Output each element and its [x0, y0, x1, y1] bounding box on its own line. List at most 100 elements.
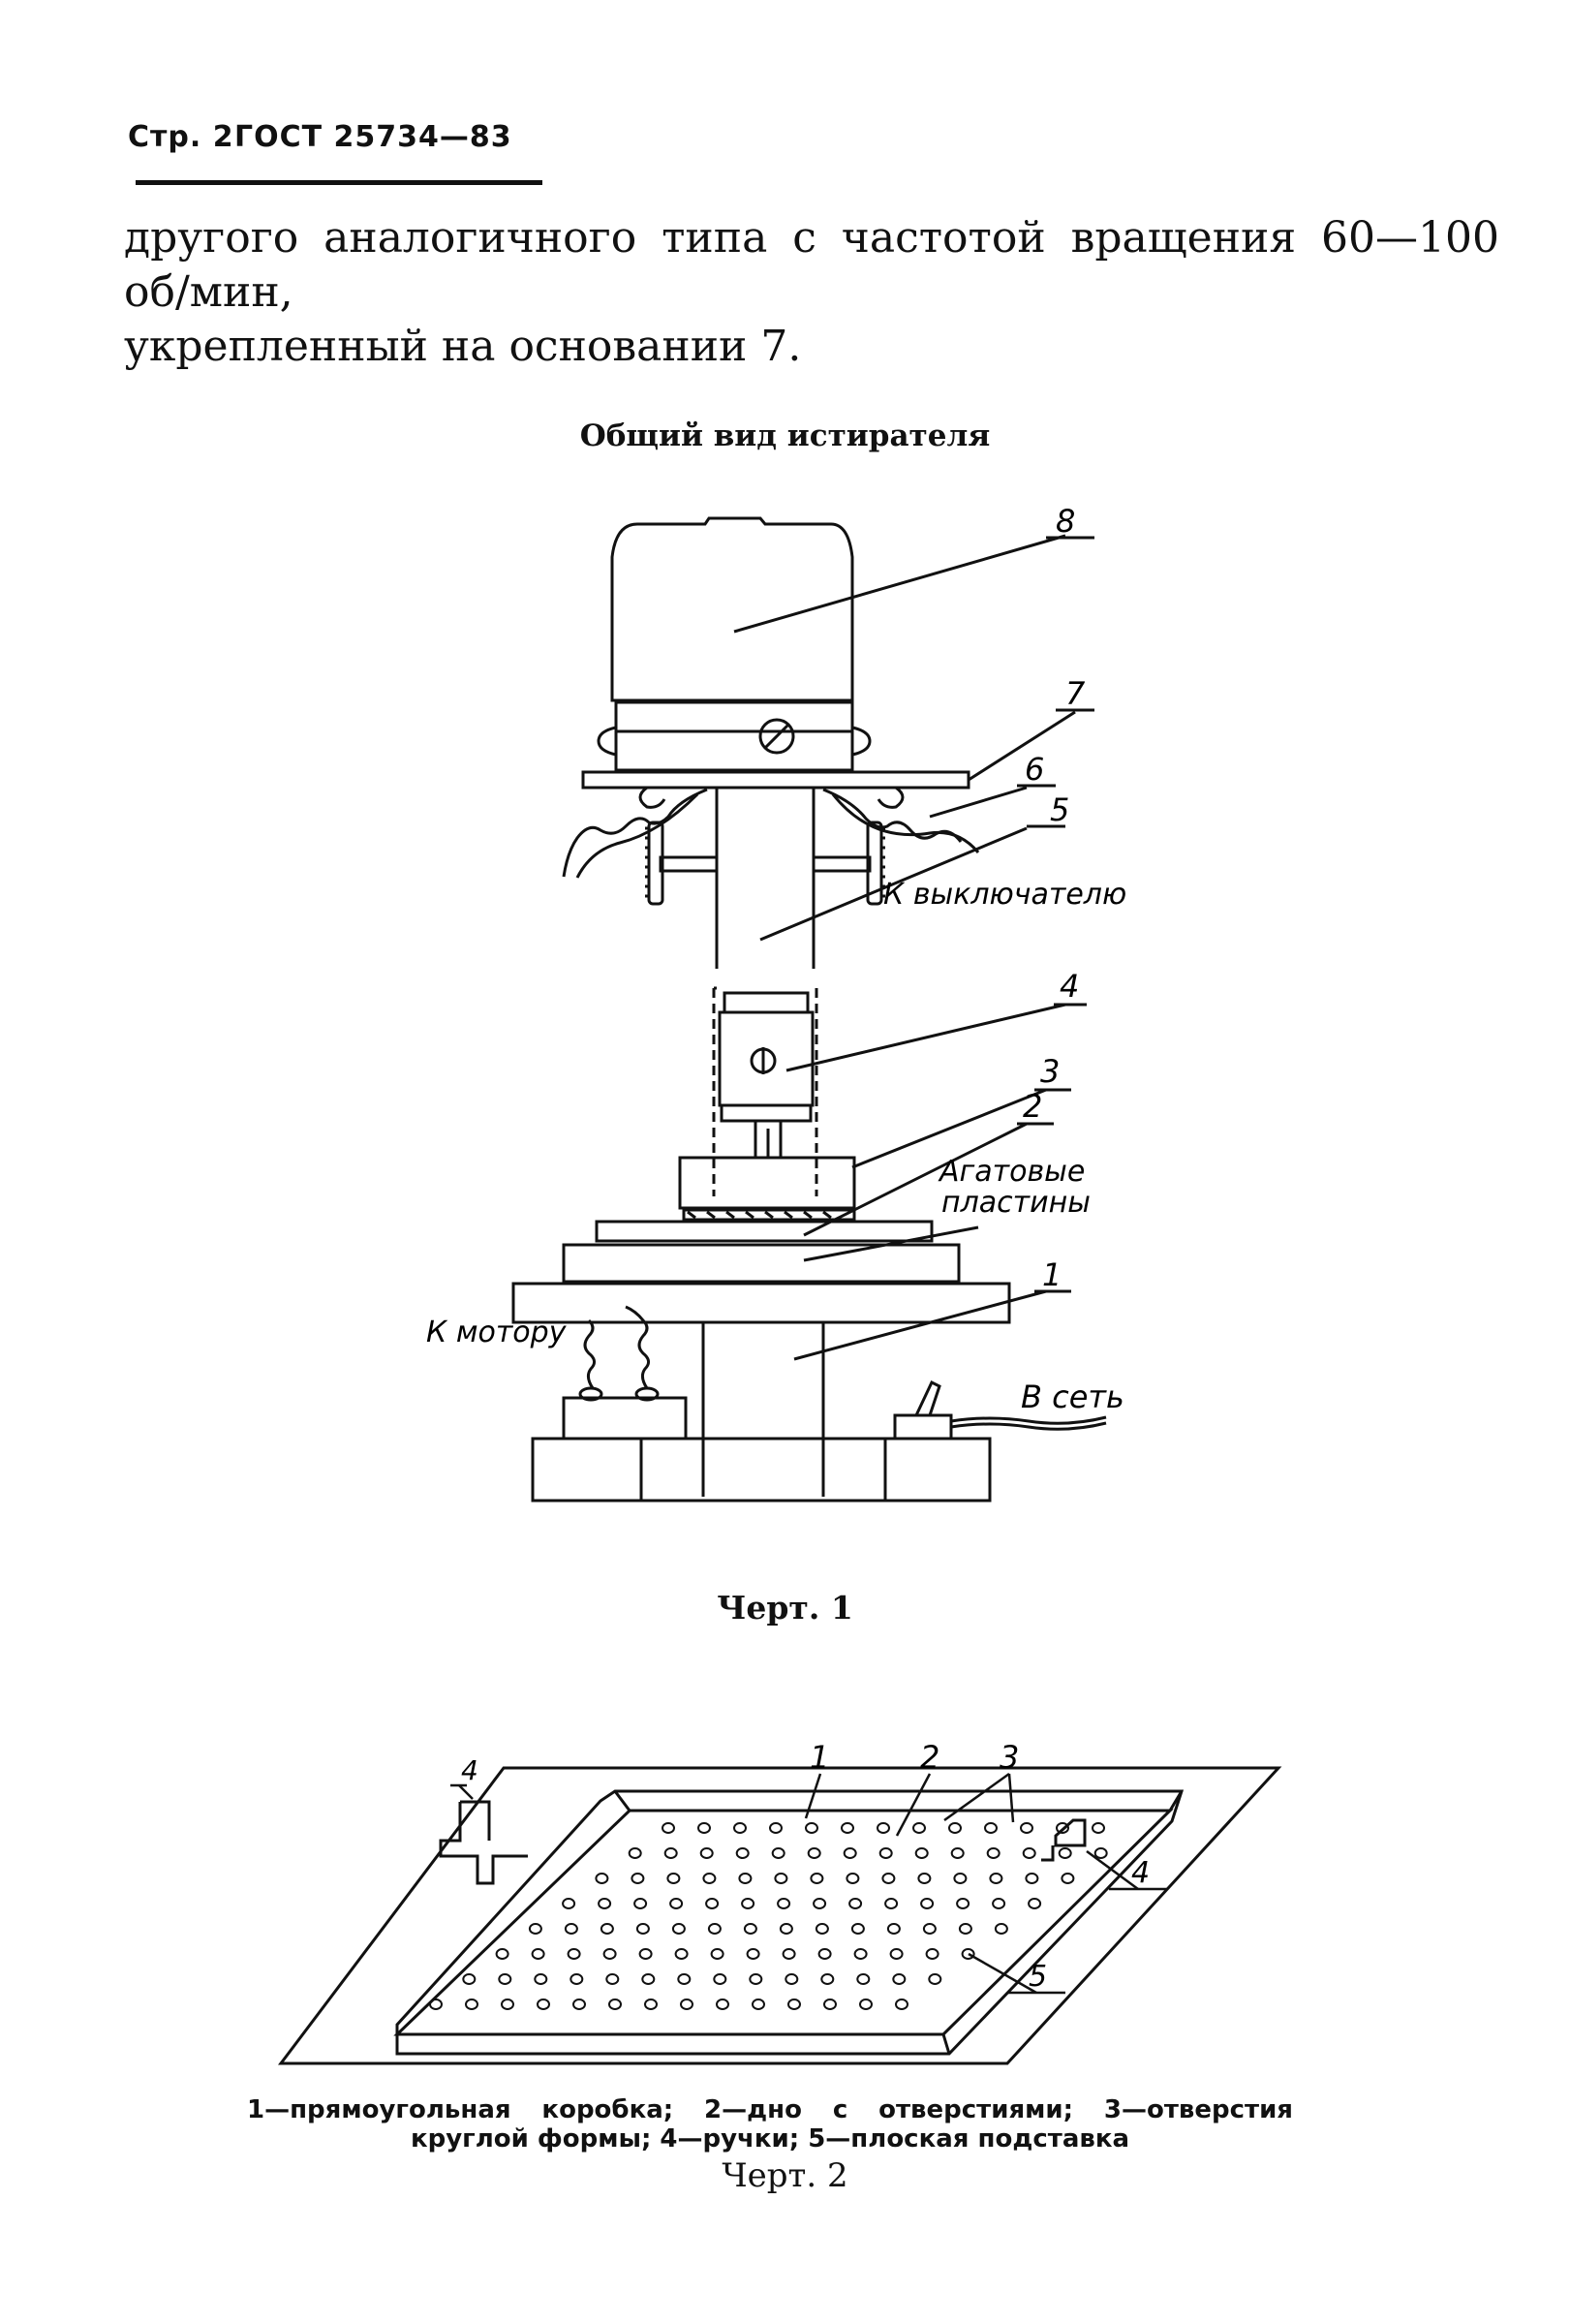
standard-number: ГОСТ 25734—83: [234, 120, 512, 154]
sieve-hole: [746, 1948, 760, 1960]
sieve-hole: [895, 1999, 908, 2010]
sieve-hole: [782, 1948, 796, 1960]
sieve-hole: [886, 1923, 901, 1935]
sieve-hole: [735, 1847, 750, 1859]
sieve-hole: [707, 1923, 722, 1935]
sieve-hole: [562, 1898, 576, 1909]
sieve-hole: [710, 1948, 724, 1960]
figure-1-caption: Черт. 1: [717, 1589, 853, 1627]
sieve-hole: [823, 1999, 837, 2010]
sieve-hole: [528, 1923, 542, 1935]
sieve-hole: [986, 1847, 1000, 1859]
sieve-hole: [1058, 1847, 1072, 1859]
sieve-hole: [644, 1999, 658, 2010]
sieve-hole: [498, 1973, 512, 1985]
sieve-hole: [741, 1898, 755, 1909]
sieve-hole: [531, 1948, 545, 1960]
sieve-hole: [595, 1873, 609, 1884]
sieve-hole: [817, 1948, 832, 1960]
callout-3: 3: [1040, 1053, 1060, 1090]
sieve-hole: [856, 1973, 871, 1985]
sieve-hole: [1093, 1847, 1108, 1859]
sieve-hole: [1022, 1847, 1036, 1859]
sieve-hole: [989, 1873, 1003, 1884]
callout-holes: 3: [1000, 1739, 1019, 1776]
callout-box: 1: [810, 1739, 829, 1776]
callout-bottom: 2: [920, 1739, 939, 1776]
sieve-hole: [465, 1999, 478, 2010]
sieve-hole: [749, 1973, 763, 1985]
callout-8: 8: [1056, 503, 1075, 540]
figure-2-legend: 1—прямоугольная коробка; 2—дно с отверст…: [247, 2095, 1293, 2154]
sieve-hole: [1028, 1898, 1042, 1909]
sieve-hole: [878, 1847, 893, 1859]
sieve-hole: [628, 1847, 642, 1859]
label-to-mains: В сеть: [1021, 1379, 1124, 1415]
sieve-hole: [1056, 1822, 1069, 1834]
sieve-hole: [631, 1873, 645, 1884]
sieve-hole: [815, 1923, 829, 1935]
callout-6: 6: [1025, 751, 1044, 788]
callout-7: 7: [1065, 675, 1086, 712]
label-agate-plates-1: Агатовые: [938, 1155, 1085, 1189]
figure-1-drawing: 8 7 6 5 К выключателю 4 3 2 Агатовые пла…: [426, 503, 1126, 1503]
callout-1: 1: [1042, 1256, 1062, 1293]
figure-2-drawing: 1 2 3 4 4 5: [277, 1739, 1282, 2065]
sieve-hole: [843, 1847, 857, 1859]
sieve-hole: [992, 1898, 1006, 1909]
sieve-hole: [677, 1973, 692, 1985]
sieve-hole: [956, 1898, 970, 1909]
sieve-hole: [662, 1822, 675, 1834]
figure-1-title: Общий вид истирателя: [579, 418, 991, 453]
label-to-motor: К мотору: [426, 1316, 568, 1349]
sieve-hole: [850, 1923, 865, 1935]
sieve-hole: [495, 1948, 509, 1960]
sieve-hole: [462, 1973, 477, 1985]
sieve-hole: [884, 1898, 899, 1909]
sieve-hole: [1025, 1873, 1039, 1884]
sieve-hole: [805, 1822, 818, 1834]
callout-stand: 5: [1029, 1960, 1047, 1994]
hole-pattern: [429, 1822, 1108, 2010]
sieve-hole: [820, 1973, 835, 1985]
sieve-hole: [853, 1948, 868, 1960]
sieve-hole: [950, 1847, 965, 1859]
legend-line-2: круглой формы; 4—ручки; 5—плоская подста…: [410, 2124, 1130, 2154]
sieve-hole: [570, 1973, 584, 1985]
sieve-hole: [881, 1873, 896, 1884]
sieve-hole: [429, 1999, 443, 2010]
label-to-switch: К выключателю: [883, 878, 1126, 912]
sieve-hole: [702, 1873, 717, 1884]
sieve-hole: [787, 1999, 801, 2010]
sieve-hole: [810, 1873, 824, 1884]
sieve-hole: [925, 1948, 939, 1960]
sieve-hole: [813, 1898, 827, 1909]
sieve-hole: [785, 1973, 799, 1985]
paragraph-line-1: другого аналогичного типа с частотой вра…: [124, 213, 1499, 317]
figure-2-caption: Черт. 2: [722, 2156, 848, 2195]
sieve-hole: [777, 1898, 791, 1909]
body-paragraph: другого аналогичного типа с частотой вра…: [124, 211, 1499, 374]
sieve-hole: [674, 1948, 689, 1960]
sieve-hole: [1092, 1822, 1105, 1834]
sieve-hole: [922, 1923, 937, 1935]
sieve-hole: [680, 1999, 693, 2010]
sieve-hole: [699, 1847, 714, 1859]
sieve-hole: [1061, 1873, 1075, 1884]
sieve-hole: [666, 1873, 681, 1884]
sieve-hole: [743, 1923, 757, 1935]
sieve-hole: [928, 1973, 942, 1985]
sieve-hole: [663, 1847, 678, 1859]
callout-2: 2: [1023, 1088, 1042, 1125]
sieve-hole: [848, 1898, 863, 1909]
sieve-hole: [779, 1923, 793, 1935]
sieve-hole: [705, 1898, 720, 1909]
sieve-hole: [537, 1999, 550, 2010]
sieve-hole: [920, 1898, 935, 1909]
sieve-hole: [994, 1923, 1008, 1935]
sieve-hole: [859, 1999, 873, 2010]
sieve-hole: [877, 1822, 890, 1834]
callout-5: 5: [1050, 791, 1069, 828]
sieve-hole: [948, 1822, 962, 1834]
sieve-hole: [771, 1847, 785, 1859]
